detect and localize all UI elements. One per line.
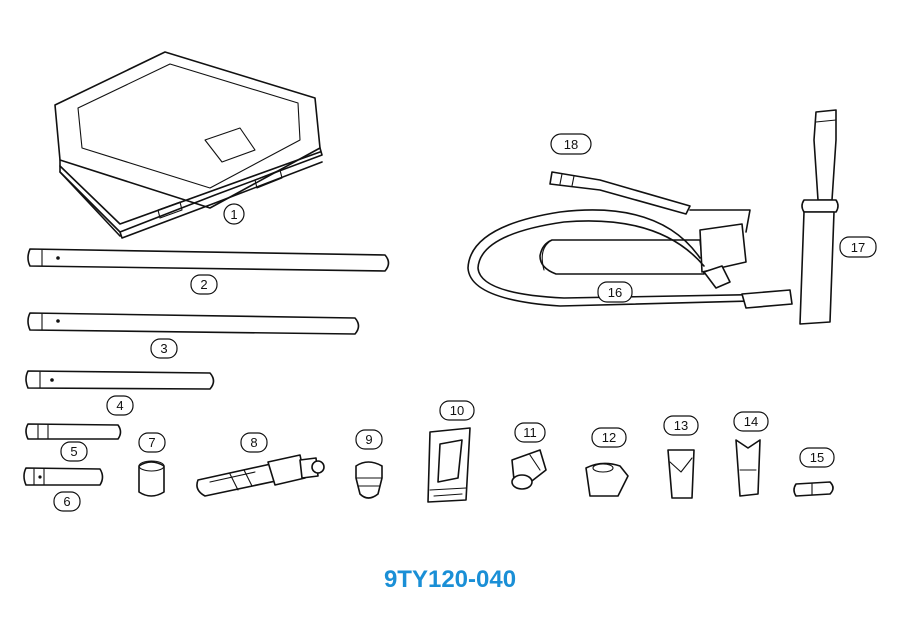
callout-14: 14	[733, 411, 769, 432]
svg-text:10: 10	[450, 403, 464, 418]
callout-7: 7	[138, 432, 166, 453]
part-9-ram-head	[355, 461, 383, 499]
callout-10: 10	[439, 400, 475, 421]
svg-text:17: 17	[851, 240, 865, 255]
part-12-serrated-saddle	[585, 462, 629, 497]
callout-12: 12	[591, 427, 627, 448]
part-2-long-tube	[27, 248, 390, 272]
svg-text:15: 15	[810, 450, 824, 465]
svg-text:14: 14	[744, 414, 758, 429]
svg-text:12: 12	[602, 430, 616, 445]
svg-text:11: 11	[523, 425, 537, 440]
svg-text:13: 13	[674, 418, 688, 433]
callout-17: 17	[839, 236, 877, 258]
callout-15: 15	[799, 447, 835, 468]
callout-1: 1	[223, 203, 245, 225]
part-5-connector	[25, 423, 122, 440]
callout-13: 13	[663, 415, 699, 436]
callout-2: 2	[190, 274, 218, 295]
callout-11: 11	[514, 422, 546, 443]
part-4-short-tube	[25, 370, 215, 390]
part-11-swivel-base	[511, 449, 547, 490]
svg-text:18: 18	[564, 137, 578, 152]
svg-text:8: 8	[250, 435, 257, 450]
callout-5: 5	[60, 441, 88, 462]
callout-16: 16	[597, 281, 633, 303]
callout-4: 4	[106, 395, 134, 416]
svg-text:3: 3	[160, 341, 167, 356]
svg-text:6: 6	[63, 494, 70, 509]
part-3-medium-tube	[27, 312, 360, 335]
svg-text:16: 16	[608, 285, 622, 300]
callout-18: 18	[550, 133, 592, 155]
svg-text:2: 2	[200, 277, 207, 292]
part-10-wedge-head	[427, 427, 471, 503]
svg-text:9: 9	[365, 432, 372, 447]
callout-8: 8	[240, 432, 268, 453]
part-14-notched-head	[735, 439, 761, 497]
part-7-plug	[138, 460, 165, 497]
svg-text:5: 5	[70, 444, 77, 459]
part-8-spreader	[196, 454, 325, 497]
callout-9: 9	[355, 429, 383, 450]
part-16-hydraulic-pump	[467, 171, 793, 309]
part-6-coupler	[23, 467, 104, 486]
svg-text:4: 4	[116, 398, 123, 413]
part-15-plunger	[793, 481, 834, 497]
part-13-v-head	[667, 449, 695, 499]
part-1-carrying-case	[54, 51, 323, 239]
svg-text:1: 1	[230, 207, 237, 222]
part-17-ram	[799, 109, 839, 325]
svg-text:7: 7	[148, 435, 155, 450]
callout-6: 6	[53, 491, 81, 512]
part-code-label: 9TY120-040	[383, 566, 517, 593]
callout-3: 3	[150, 338, 178, 359]
